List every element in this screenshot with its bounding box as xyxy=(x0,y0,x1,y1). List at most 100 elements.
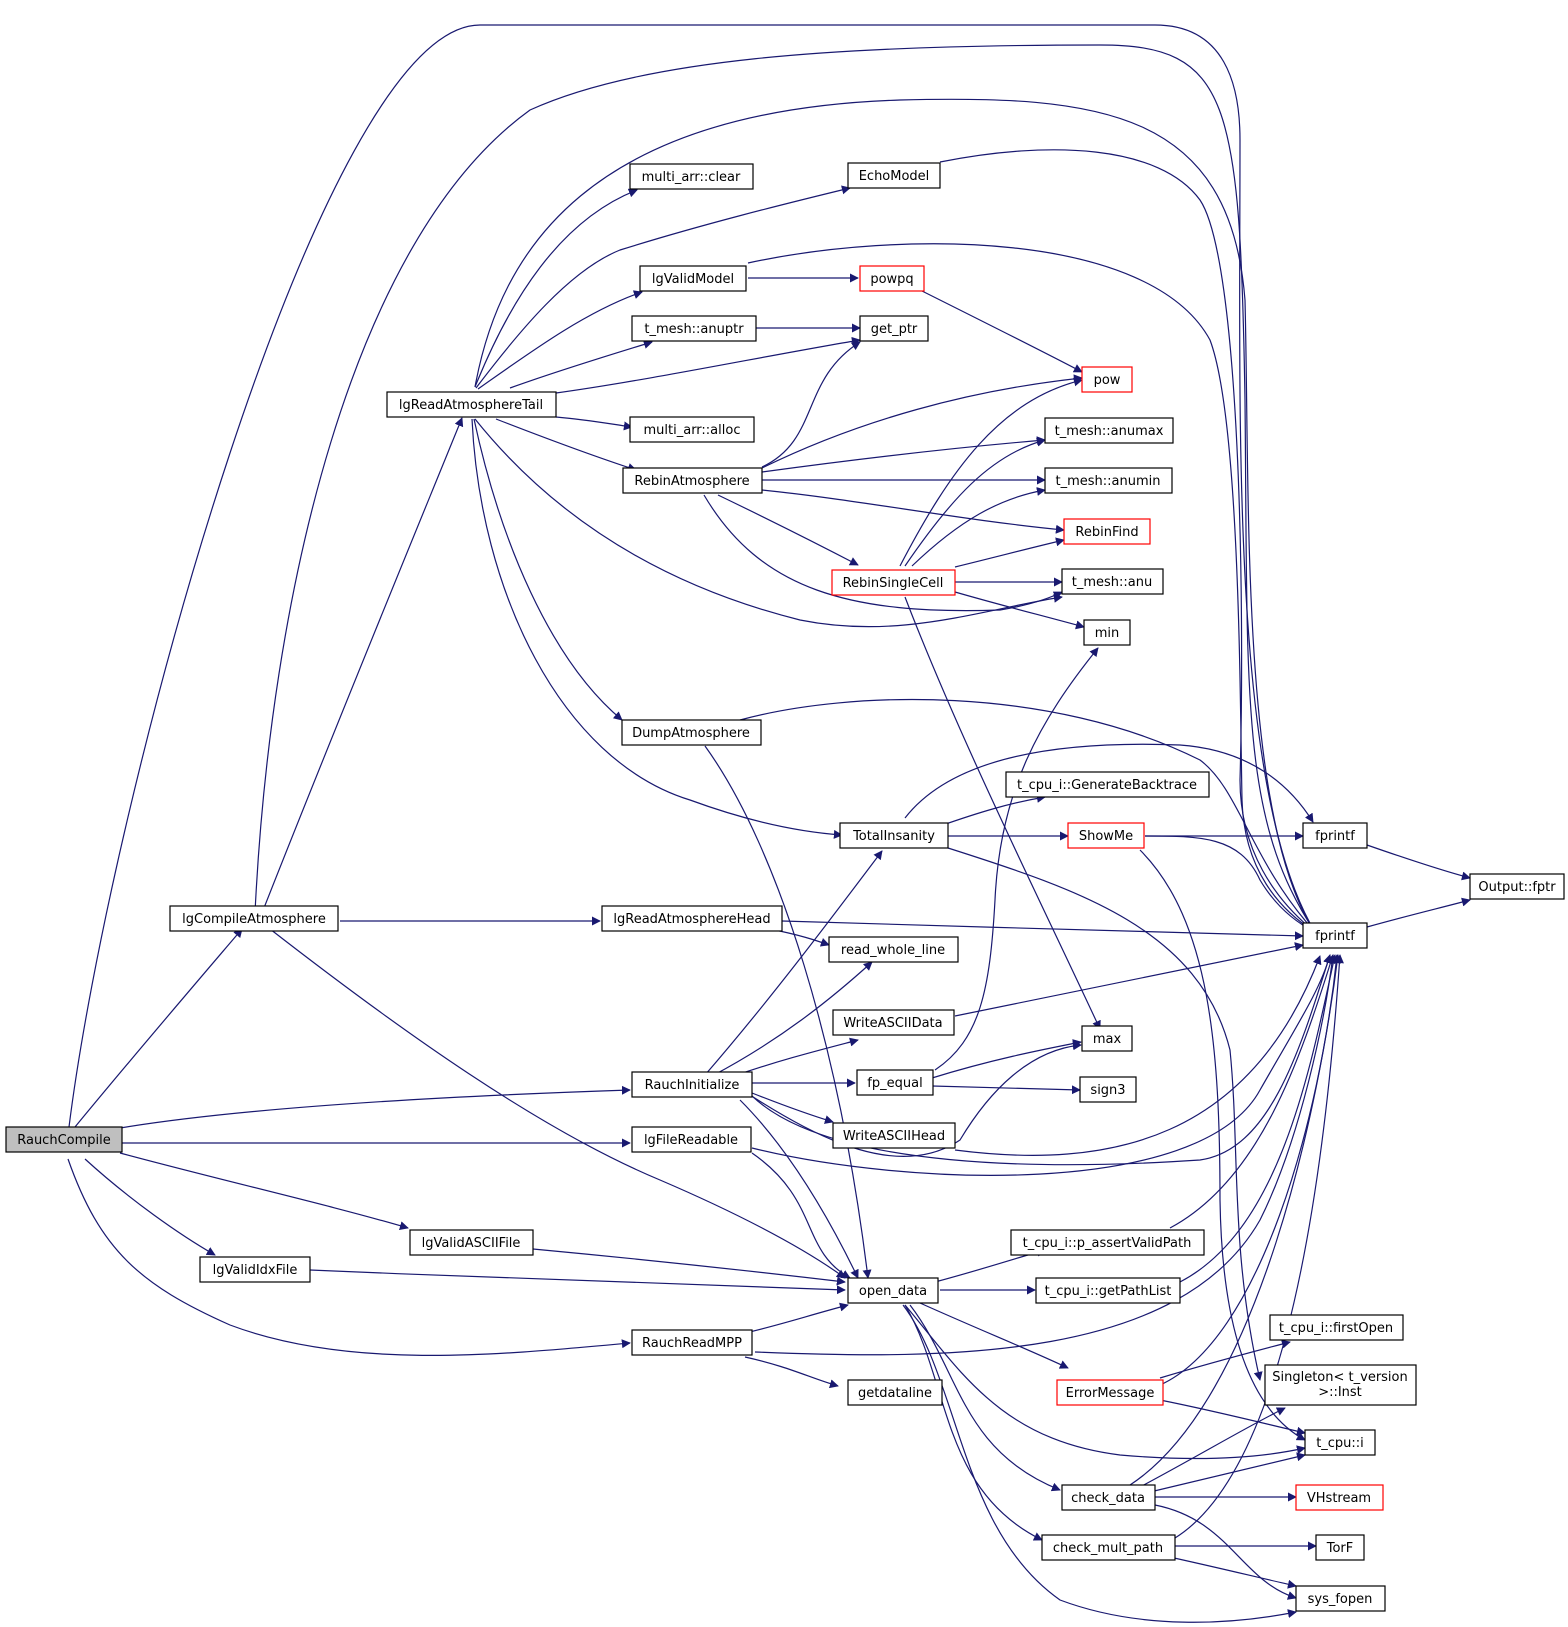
node-label: WriteASCIIData xyxy=(843,1016,942,1031)
edge-rauchreadmpp-fprintf xyxy=(754,954,1337,1356)
node-firstopen[interactable]: t_cpu_i::firstOpen xyxy=(1269,1314,1404,1341)
edge-tail-t_mesh_anuptr xyxy=(509,340,653,389)
edge-tail-multi_arr_clear xyxy=(474,188,638,388)
node-writeasciihead[interactable]: WriteASCIIHead xyxy=(832,1122,956,1149)
node-t_mesh_anuptr[interactable]: t_mesh::anuptr xyxy=(631,315,757,342)
edge-rebinatmosphere-rebinsinglecell xyxy=(717,494,859,566)
node-t_mesh_anumin[interactable]: t_mesh::anumin xyxy=(1044,467,1173,494)
node-lgreadatmospheretail[interactable]: lgReadAtmosphereTail xyxy=(386,391,557,418)
node-echomodel[interactable]: EchoModel xyxy=(847,162,941,189)
edge-rauchcompile-rauchreadmpp xyxy=(67,1158,631,1356)
node-label: EchoModel xyxy=(859,169,930,184)
edge-errormessage-t_cpu_i xyxy=(1159,1399,1306,1436)
node-getpathlist[interactable]: t_cpu_i::getPathList xyxy=(1035,1277,1181,1304)
edge-lgvalidasciifile-open_data xyxy=(532,1248,846,1286)
edge-totalinsanity-fprintf_top xyxy=(904,743,1314,823)
node-p_assertvalidpath[interactable]: t_cpu_i::p_assertValidPath xyxy=(1010,1229,1205,1256)
edge-rauchcompile-lgvalididxfile xyxy=(84,1158,216,1256)
edge-tail-lgvalidmodel xyxy=(477,290,643,390)
edge-lgcompileatmosphere-lgreadatmospheretail xyxy=(261,417,464,914)
node-get_ptr[interactable]: get_ptr xyxy=(859,315,929,342)
node-lgvalidmodel[interactable]: lgValidModel xyxy=(639,265,747,292)
node-torf[interactable]: TorF xyxy=(1315,1534,1365,1561)
edge-check_data-sys_fopen xyxy=(1154,1504,1297,1600)
node-label: sign3 xyxy=(1090,1083,1125,1098)
node-fprintf_main[interactable]: fprintf xyxy=(1302,922,1368,949)
edge-rebinatmosphere-pow xyxy=(761,374,1083,469)
node-label: fp_equal xyxy=(867,1076,922,1091)
edge-rebinsinglecell-min xyxy=(954,591,1085,630)
edge-lgfilereadable-open_data xyxy=(751,1152,851,1279)
node-open_data[interactable]: open_data xyxy=(847,1277,939,1304)
node-fp_equal[interactable]: fp_equal xyxy=(856,1069,934,1096)
edge-check_mult_path-sys_fopen xyxy=(1164,1555,1297,1589)
edge-rauchreadmpp-getdataline xyxy=(744,1356,839,1389)
node-totalinsanity[interactable]: TotalInsanity xyxy=(839,822,949,849)
node-multi_arr_clear[interactable]: multi_arr::clear xyxy=(629,163,754,190)
node-label: RebinFind xyxy=(1075,525,1138,540)
node-generatebacktrace[interactable]: t_cpu_i::GenerateBacktrace xyxy=(1005,771,1210,798)
node-label: fprintf xyxy=(1315,929,1355,944)
node-t_mesh_anu[interactable]: t_mesh::anu xyxy=(1061,568,1164,595)
edge-tail-dumpatmosphere xyxy=(473,418,623,721)
edge-rauchinit-writeasciidata xyxy=(733,1037,859,1077)
edge-fp_equal-max xyxy=(931,1039,1082,1079)
node-errormessage[interactable]: ErrorMessage xyxy=(1056,1379,1164,1406)
node-rauchinitialize[interactable]: RauchInitialize xyxy=(631,1071,753,1098)
node-label: open_data xyxy=(859,1284,927,1299)
node-rebinatmosphere[interactable]: RebinAtmosphere xyxy=(622,467,763,494)
edge-dumpatmosphere-open_data xyxy=(704,745,872,1279)
node-vhstream[interactable]: VHstream xyxy=(1295,1484,1384,1511)
node-getdataline[interactable]: getdataline xyxy=(847,1379,943,1406)
node-label: TotalInsanity xyxy=(852,829,935,844)
node-multi_arr_alloc[interactable]: multi_arr::alloc xyxy=(629,416,755,443)
edge-tail-t_mesh_anu xyxy=(474,418,1063,628)
node-max[interactable]: max xyxy=(1081,1025,1133,1052)
node-lgvalididxfile[interactable]: lgValidIdxFile xyxy=(199,1256,311,1283)
node-sys_fopen[interactable]: sys_fopen xyxy=(1295,1585,1386,1612)
node-label: t_mesh::anu xyxy=(1072,575,1152,590)
edge-lgvalidmodel-fprintf xyxy=(747,243,1316,933)
node-min[interactable]: min xyxy=(1083,619,1131,646)
node-fprintf_top[interactable]: fprintf xyxy=(1302,822,1368,849)
node-label: ShowMe xyxy=(1079,829,1133,844)
node-powpq[interactable]: powpq xyxy=(859,265,925,292)
node-dumpatmosphere[interactable]: DumpAtmosphere xyxy=(621,719,762,746)
node-check_mult_path[interactable]: check_mult_path xyxy=(1041,1534,1176,1561)
node-rebinsinglecell[interactable]: RebinSingleCell xyxy=(831,569,956,596)
node-writeasciidata[interactable]: WriteASCIIData xyxy=(832,1009,955,1036)
node-output_fptr[interactable]: Output::fptr xyxy=(1469,873,1565,900)
node-label: VHstream xyxy=(1307,1491,1371,1506)
edge-rauchreadmpp-open_data xyxy=(744,1302,849,1334)
edge-showme-fprintf_main xyxy=(1144,835,1316,933)
node-lgreadatmospherehead[interactable]: lgReadAtmosphereHead xyxy=(601,905,783,932)
node-lgvalidasciifile[interactable]: lgValidASCIIFile xyxy=(409,1229,534,1256)
edge-head-fprintf xyxy=(781,920,1304,941)
node-showme[interactable]: ShowMe xyxy=(1067,822,1145,849)
edge-check_mult_path-fprintf xyxy=(1174,954,1344,1539)
node-rebinfind[interactable]: RebinFind xyxy=(1063,518,1151,545)
node-pow[interactable]: pow xyxy=(1081,366,1133,393)
node-sign3[interactable]: sign3 xyxy=(1079,1076,1137,1103)
node-label: check_mult_path xyxy=(1053,1541,1163,1556)
node-t_mesh_anumax[interactable]: t_mesh::anumax xyxy=(1044,417,1174,444)
node-rauchreadmpp[interactable]: RauchReadMPP xyxy=(631,1329,753,1356)
node-label: DumpAtmosphere xyxy=(632,726,750,741)
edge-fp_equal-min xyxy=(934,647,1099,1071)
edge-check_data-fprintf xyxy=(1129,954,1342,1486)
node-label: RebinSingleCell xyxy=(843,576,944,591)
node-singleton_inst[interactable]: Singleton< t_version>::Inst xyxy=(1264,1364,1417,1406)
edge-rauchinit-read_whole_line xyxy=(711,961,873,1077)
node-check_data[interactable]: check_data xyxy=(1061,1484,1156,1511)
edge-open_data-check_data xyxy=(909,1304,1061,1492)
node-label: ErrorMessage xyxy=(1066,1386,1155,1401)
node-lgcompileatmosphere[interactable]: lgCompileAtmosphere xyxy=(169,905,339,932)
node-label: t_cpu_i::firstOpen xyxy=(1279,1321,1393,1336)
node-read_whole_line[interactable]: read_whole_line xyxy=(828,936,959,963)
edge-fp_equal-sign3 xyxy=(931,1085,1081,1095)
node-t_cpu_i[interactable]: t_cpu::i xyxy=(1304,1429,1376,1456)
node-rauchcompile[interactable]: RauchCompile xyxy=(5,1126,123,1153)
node-label: check_data xyxy=(1071,1491,1145,1506)
node-lgfilereadable[interactable]: lgFileReadable xyxy=(631,1126,752,1153)
